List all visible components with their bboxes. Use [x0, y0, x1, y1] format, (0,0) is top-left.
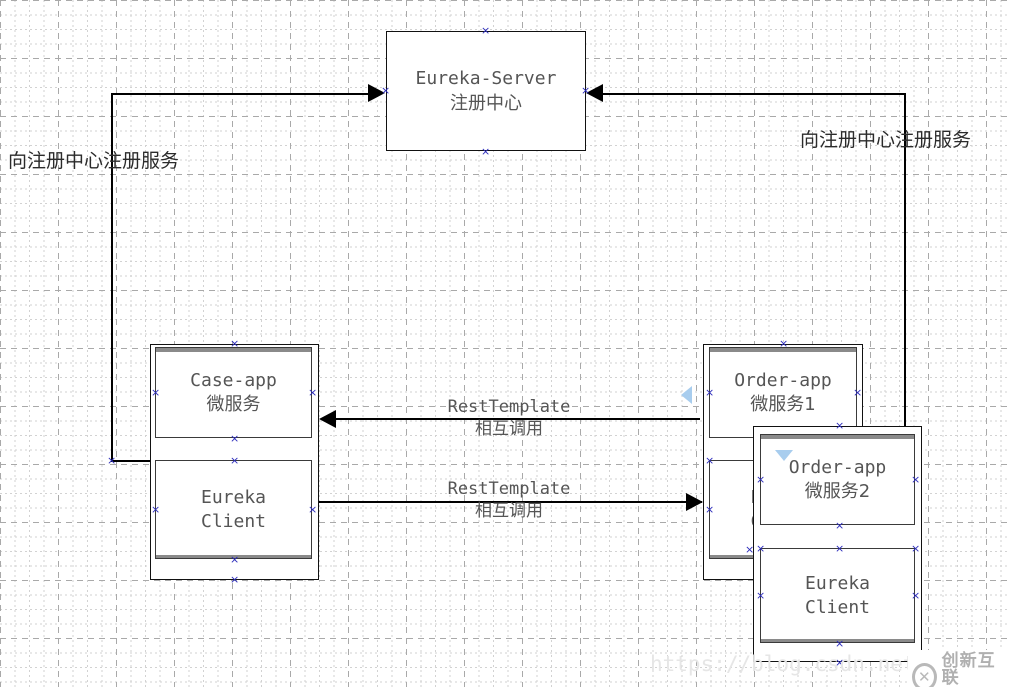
arrowhead-rest-bottom	[686, 493, 703, 511]
edge-label-rest-top-en: RestTemplate	[447, 397, 571, 417]
handle-order1-container-top[interactable]	[779, 339, 788, 348]
edge-label-rest-bottom: RestTemplate 相互调用	[434, 478, 584, 522]
wire-left-register-horizontal-top	[111, 93, 369, 95]
edge-label-rest-top-cn: 相互调用	[475, 419, 543, 440]
eureka-server-label-en: Eureka-Server	[415, 67, 557, 89]
case-app-label-cn: 微服务	[206, 393, 261, 415]
logo-circle-x-icon	[912, 663, 937, 687]
order-app-2-client-label-en: Eureka	[804, 572, 871, 594]
handle-case-client-left[interactable]	[151, 505, 160, 514]
arrowhead-right-register	[586, 84, 603, 102]
handle-order2-client-left[interactable]	[756, 591, 765, 600]
edge-label-rest-bottom-en: RestTemplate	[447, 479, 571, 499]
order-app-2-label-cn: 微服务2	[804, 480, 871, 502]
handle-order2-app-right[interactable]	[911, 475, 920, 484]
edge-label-rest-bottom-cn: 相互调用	[475, 501, 543, 522]
handle-case-container-top[interactable]	[230, 339, 239, 348]
order-app-1-topbar	[710, 348, 856, 352]
wire-rest-bottom	[316, 501, 702, 503]
handle-case-app-left[interactable]	[151, 388, 160, 397]
selection-marker-order-app-2[interactable]	[775, 450, 793, 461]
node-order-app-2-eureka-client[interactable]: Eureka Client	[760, 548, 915, 643]
logo-text-cn: 创新互联	[941, 651, 996, 687]
handle-order2-client-topright[interactable]	[911, 544, 920, 553]
arrowhead-rest-top	[319, 410, 336, 428]
handle-eureka-server-top[interactable]	[481, 26, 490, 35]
wire-right-register-horizontal-top	[603, 93, 906, 95]
order-app-2-topbar	[761, 435, 914, 439]
node-case-app[interactable]: Case-app 微服务	[155, 347, 312, 438]
node-eureka-server[interactable]: Eureka-Server 注册中心	[386, 31, 586, 151]
case-app-topbar	[156, 348, 311, 352]
watermark-logo: 创新互联 CHUANG XIN HU LIAN	[908, 650, 1010, 687]
handle-case-client-bottom[interactable]	[230, 555, 239, 564]
handle-case-client-right[interactable]	[308, 505, 317, 514]
edge-label-rest-top: RestTemplate 相互调用	[434, 396, 584, 440]
selection-marker-order-app-1[interactable]	[681, 386, 692, 404]
wire-rest-top	[336, 418, 700, 420]
wire-right-register-vertical	[904, 93, 906, 448]
order-app-1-label-cn: 微服务1	[750, 393, 816, 415]
case-app-label-en: Case-app	[190, 369, 277, 391]
handle-case-container-left[interactable]	[107, 456, 116, 465]
case-eureka-client-label-cn: Client	[200, 510, 267, 532]
handle-order2-client-top[interactable]	[835, 544, 844, 553]
handle-order2-app-left[interactable]	[756, 475, 765, 484]
handle-order2-client-topleft[interactable]	[756, 544, 765, 553]
handle-case-app-bottom[interactable]	[230, 434, 239, 443]
handle-order1-app-left[interactable]	[705, 388, 714, 397]
order-app-2-client-label-cn: Client	[804, 596, 871, 618]
eureka-server-label-cn: 注册中心	[450, 92, 522, 114]
handle-case-app-right[interactable]	[308, 388, 317, 397]
handle-order2-container-top[interactable]	[835, 421, 844, 430]
handle-order2-client-right[interactable]	[911, 591, 920, 600]
handle-order2-client-bottom[interactable]	[835, 639, 844, 648]
order-app-2-label-en: Order-app	[788, 456, 887, 478]
handle-eureka-server-right[interactable]	[581, 86, 590, 95]
handle-order2-app-bottom[interactable]	[835, 521, 844, 530]
handle-order1-client-top[interactable]	[705, 456, 714, 465]
annotation-register-right: 向注册中心注册服务	[800, 129, 972, 151]
wire-left-register-horizontal-bottom	[111, 460, 155, 462]
node-order-app-2[interactable]: Order-app 微服务2	[760, 434, 915, 525]
node-case-eureka-client[interactable]: Eureka Client	[155, 460, 312, 559]
handle-order1-client-left[interactable]	[705, 505, 714, 514]
handle-order1-app-right[interactable]	[853, 388, 862, 397]
handle-eureka-server-left[interactable]	[381, 86, 390, 95]
wire-left-register-vertical	[111, 93, 113, 462]
case-eureka-client-label-en: Eureka	[200, 486, 267, 508]
handle-case-container-bottom[interactable]	[230, 575, 239, 584]
order-app-1-label-en: Order-app	[734, 369, 832, 391]
handle-case-client-top[interactable]	[230, 456, 239, 465]
handle-eureka-server-bottom[interactable]	[481, 147, 490, 156]
node-order-app-1[interactable]: Order-app 微服务1	[709, 347, 857, 438]
annotation-register-left: 向注册中心注册服务	[8, 150, 180, 172]
